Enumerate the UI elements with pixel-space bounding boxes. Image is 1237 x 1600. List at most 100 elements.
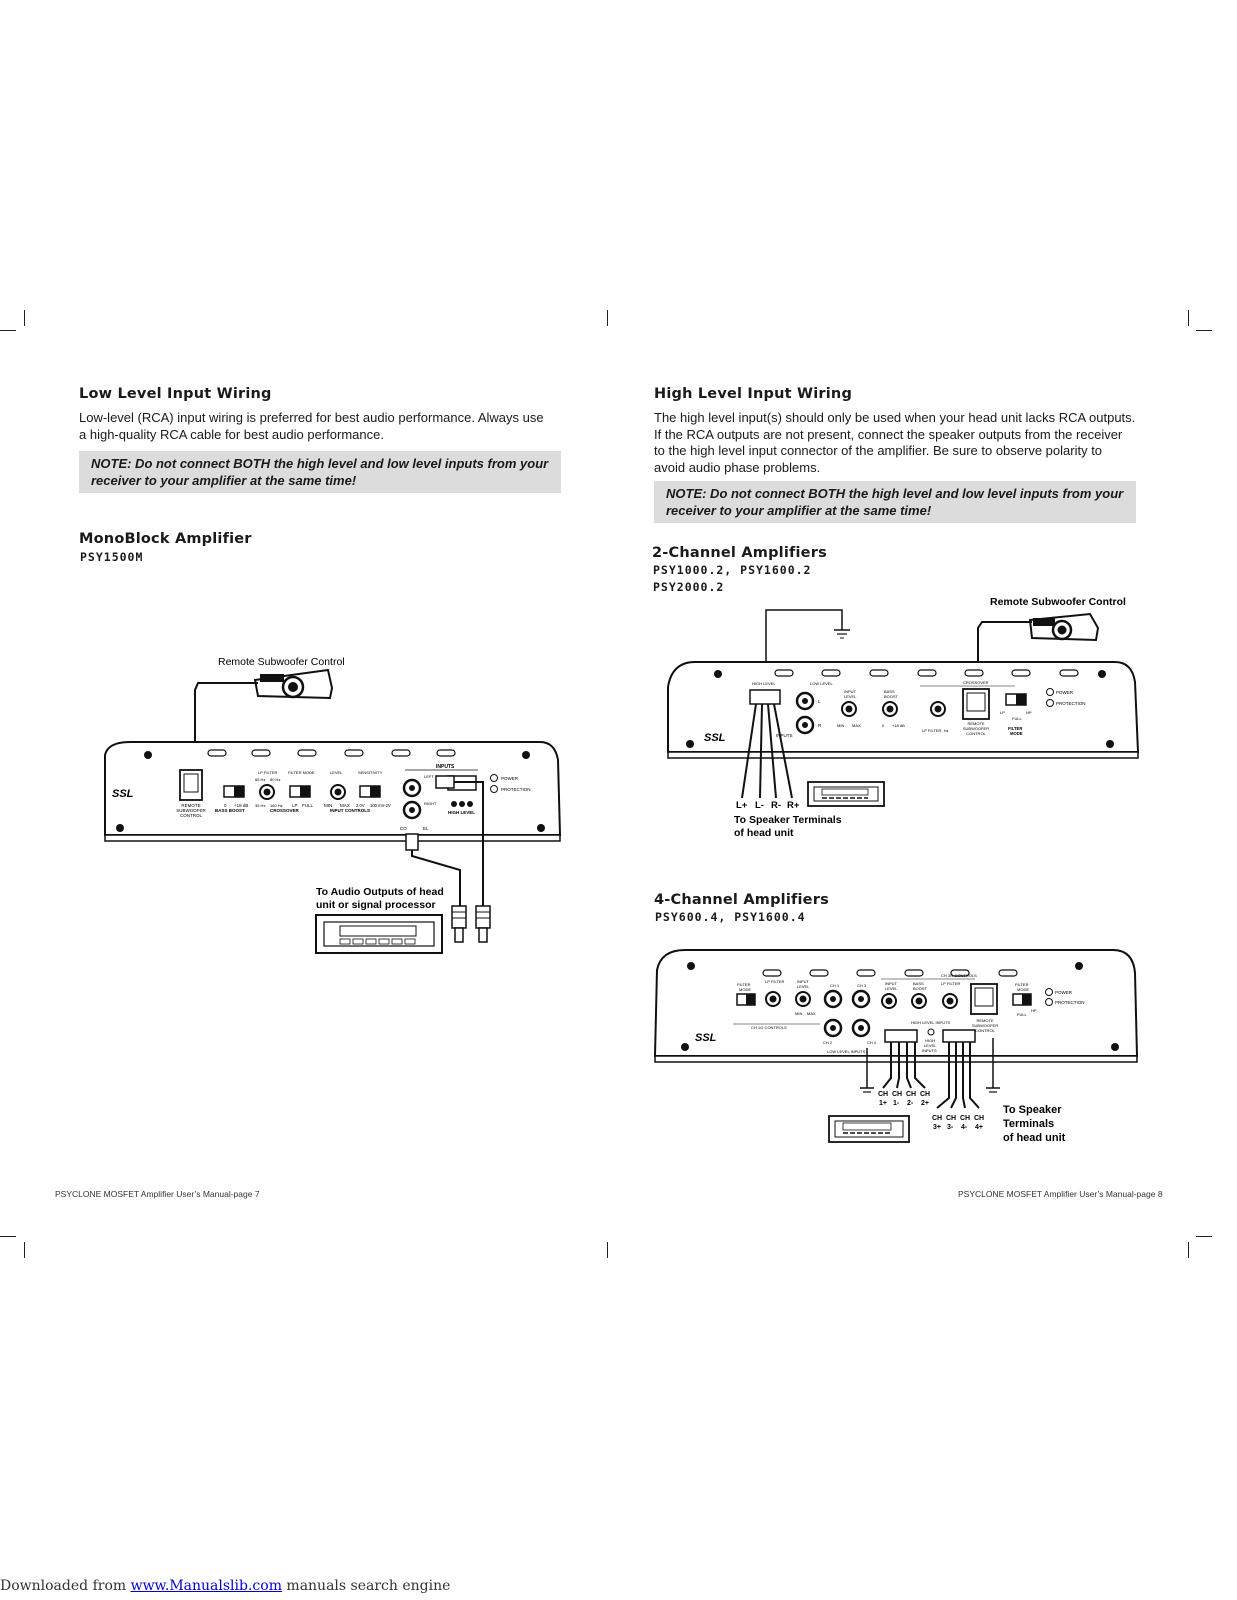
panel-label: INPUT [797, 979, 810, 984]
remote-label: Remote Subwoofer Control [990, 596, 1126, 608]
crop-mark [607, 310, 608, 326]
terminal-label: 3+ [933, 1124, 941, 1131]
speaker-wires [860, 1038, 1000, 1109]
panel-label: 0 [224, 803, 227, 808]
panel-label: CH 4 [867, 1040, 877, 1045]
panel-label: R [818, 723, 822, 728]
panel-label: FULL [302, 803, 314, 808]
panel-label: PROTECTION [501, 787, 531, 792]
panel-label: BASS [884, 689, 895, 694]
panel-label: CH 1/2 CONTROLS [751, 1025, 787, 1030]
panel-label: INPUTS [776, 733, 793, 738]
panel-label: SUBWOOFER [972, 1023, 998, 1028]
panel-label: 0 [882, 723, 885, 728]
panel-label: CROSSOVER [270, 808, 300, 813]
panel-label: SUBWOOFER [963, 726, 989, 731]
panel-label: FULL [1017, 1012, 1028, 1017]
panel-label: MAX [807, 1011, 816, 1016]
panel-label: CONTROL [180, 813, 202, 818]
two-channel-models: PSY1000.2, PSY1600.2 [653, 563, 812, 577]
panel-label: CH 1 [830, 983, 840, 988]
panel-label: PROTECTION [1056, 701, 1086, 706]
ssl-logo: SSL [695, 1032, 717, 1044]
speaker-terminals-label: To Speaker [1003, 1104, 1062, 1116]
panel-label: LP FILTER, Hz [922, 728, 949, 733]
terminal-label: CH [946, 1115, 956, 1122]
monoblock-title: MonoBlock Amplifier [79, 531, 252, 547]
page-footer: PSYCLONE MOSFET Amplifier User’s Manual-… [55, 1189, 260, 1199]
panel-label: INPUTS [436, 764, 455, 770]
panel-label: L [818, 699, 821, 704]
note-line: receiver to your amplifier at the same t… [666, 502, 932, 518]
panel-label: LEVEL [797, 984, 810, 989]
panel-label: CH 2 [823, 1040, 833, 1045]
terminal-label: CH [878, 1091, 888, 1098]
panel-label: LEFT [424, 774, 434, 779]
speaker-terminals-label: Terminals [1003, 1118, 1054, 1130]
audio-outputs-label: unit or signal processor [316, 899, 436, 911]
panel-label: MAX [852, 723, 861, 728]
panel-label: MIN [795, 1011, 802, 1016]
panel-label: MAX [340, 803, 350, 808]
panel-label: LOW LEVEL [810, 681, 833, 686]
terminal-label: R+ [787, 800, 800, 811]
two-channel-models: PSY2000.2 [653, 580, 725, 594]
terminal-label: 4+ [975, 1124, 983, 1131]
paragraph-line: Low-level (RCA) input wiring is preferre… [79, 410, 544, 425]
panel-label: FILTER [1008, 726, 1022, 731]
panel-label: REMOTE [181, 803, 200, 808]
panel-label: FILTER MODE [288, 770, 315, 775]
panel-label: BASS BOOST [215, 808, 245, 813]
panel-label: FILTER [737, 982, 751, 987]
terminal-label: CH [960, 1115, 970, 1122]
panel-label: 2.0V [356, 803, 365, 808]
paragraph-line: avoid audio phase problems. [654, 459, 821, 475]
panel-label: POWER [1055, 990, 1073, 995]
panel-label: 80 Hz [270, 777, 280, 782]
ssl-logo: SSL [112, 788, 134, 800]
crop-mark [0, 1236, 16, 1237]
panel-label: LP [292, 803, 298, 808]
terminal-label: CH [920, 1091, 930, 1098]
paragraph-line: to the high level input connector of the… [654, 443, 1103, 458]
terminal-label: CH [932, 1115, 942, 1122]
note-line: NOTE: Do not connect BOTH the high level… [91, 456, 549, 471]
terminal-label: 4- [961, 1124, 968, 1131]
terminal-label: 1+ [879, 1100, 887, 1107]
low-level-paragraph: Low-level (RCA) input wiring is preferre… [79, 410, 544, 443]
panel-label: RIGHT [424, 801, 437, 806]
manualslib-link[interactable]: www.Manualslib.com [130, 1578, 282, 1594]
panel-label: CROSSOVER [963, 680, 989, 685]
warning-note: NOTE: Do not connect BOTH the high level… [79, 451, 561, 493]
panel-label: LP [1000, 710, 1005, 715]
low-level-wiring-heading: Low Level Input Wiring [79, 386, 272, 402]
paragraph-line: a high-quality RCA cable for best audio … [79, 426, 384, 442]
crop-mark [0, 330, 16, 331]
panel-label: HIGH LEVEL INPUTS [911, 1020, 951, 1025]
panel-label: REMOTE [976, 1018, 993, 1023]
panel-label: CONTROL [966, 731, 986, 736]
panel-label: CONTROL [975, 1028, 995, 1033]
terminal-label: CH [974, 1115, 984, 1122]
panel-label: HIGH [925, 1038, 935, 1043]
four-channel-title: 4-Channel Amplifiers [654, 892, 829, 908]
panel-label: LEVEL [885, 986, 898, 991]
four-channel-wiring-diagram: SSL FILTER MODE LP FILTER INPUT LEVEL MI… [653, 949, 1139, 1144]
panel-label: MODE [1010, 731, 1023, 736]
warning-note: NOTE: Do not connect BOTH the high level… [654, 481, 1136, 523]
panel-label: POWER [501, 776, 519, 781]
panel-label: POWER [1056, 690, 1074, 695]
panel-label: HIGH LEVEL [448, 810, 475, 815]
panel-label: INPUT [885, 981, 898, 986]
speaker-terminals-label: of head unit [1003, 1132, 1066, 1144]
terminal-label: 2- [907, 1100, 914, 1107]
four-channel-models: PSY600.4, PSY1600.4 [655, 910, 806, 924]
download-prefix: Downloaded from [0, 1578, 131, 1594]
panel-label: 160 Hz [270, 803, 283, 808]
two-channel-amplifier-body: SSL HIGH LEVEL LOW LEVEL L R INPUTS INPU… [667, 661, 1140, 759]
panel-label: INPUTS [922, 1048, 937, 1053]
terminal-label: L- [755, 800, 764, 811]
panel-label: SUBWOOFER [176, 808, 206, 813]
head-unit-icon [828, 1115, 910, 1143]
remote-subwoofer-control-icon [253, 668, 334, 700]
